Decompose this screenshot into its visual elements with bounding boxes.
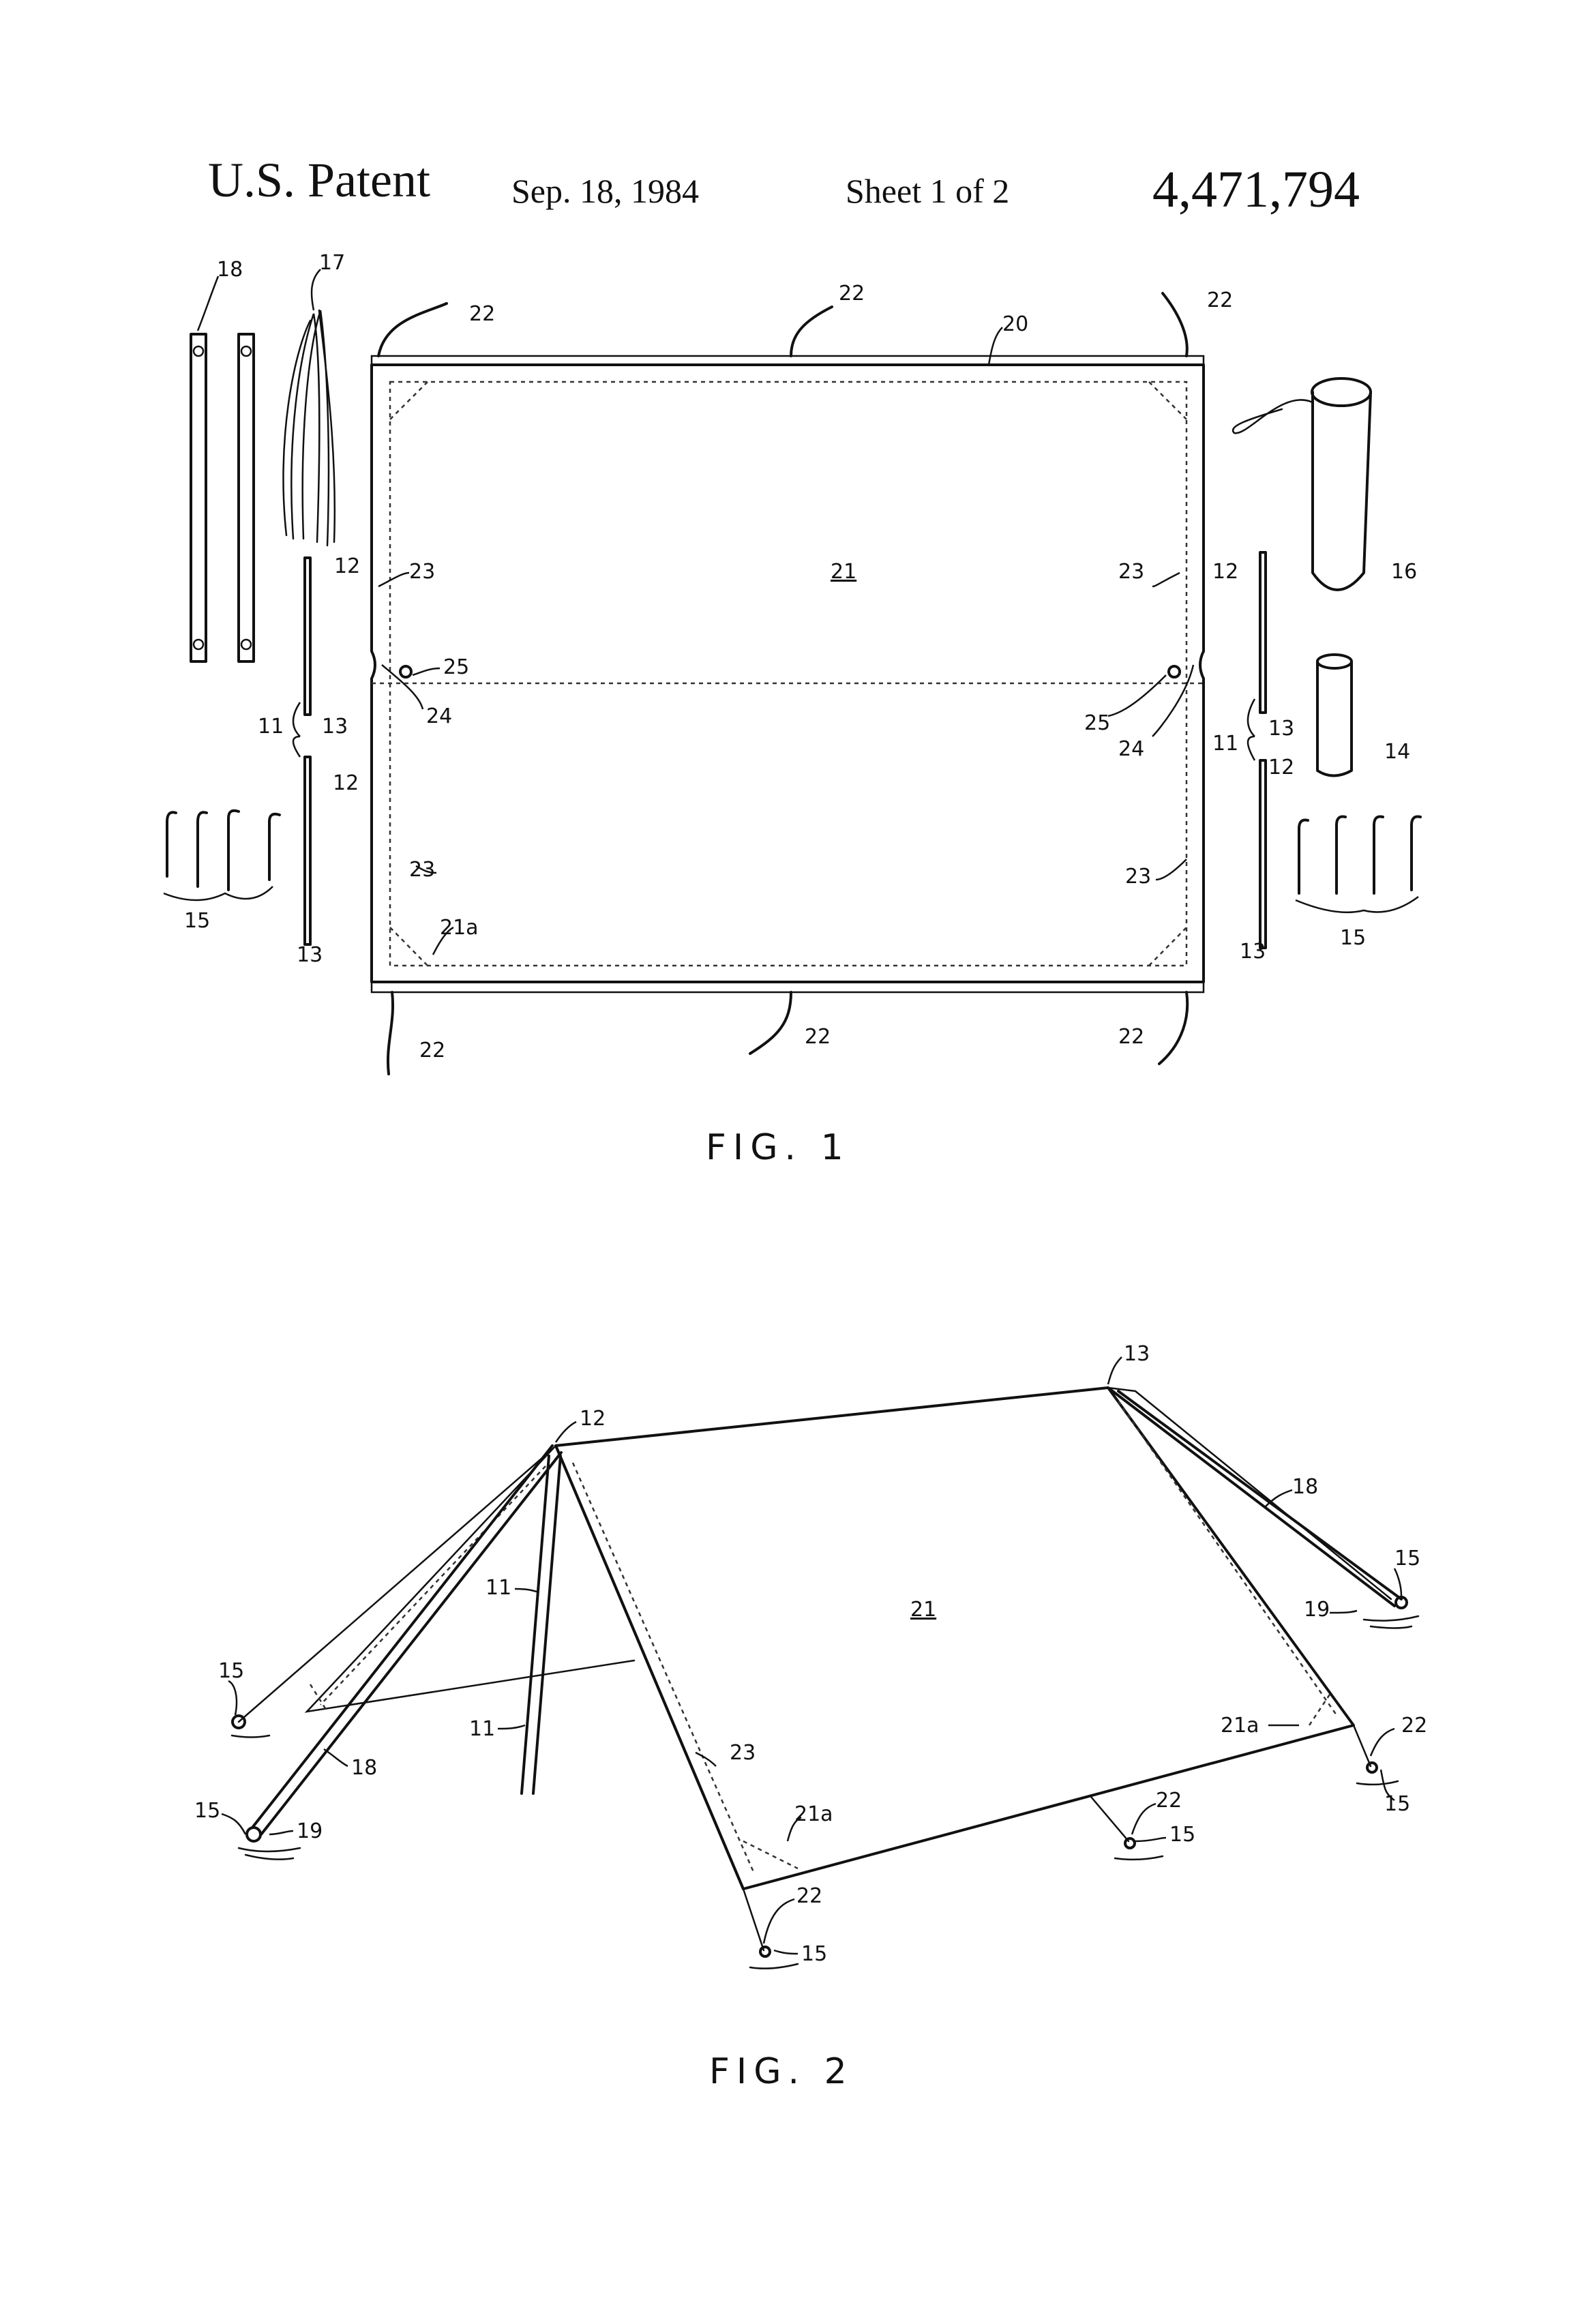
guy-lines: [237, 1386, 1403, 1952]
label-13-left-upper: 13: [322, 715, 348, 739]
label-15-right: 15: [1340, 926, 1366, 950]
patent-title: U.S. Patent: [208, 153, 431, 207]
label-20: 20: [1002, 312, 1028, 336]
label-19-right: 19: [1304, 1598, 1330, 1622]
label-12: 12: [580, 1407, 606, 1431]
fig1-leaders: [163, 269, 1419, 955]
fig1-drawing: 18 17 22 22 22 20 12 23 21 23 12 16 25 2…: [163, 251, 1422, 1075]
label-18-right: 18: [1292, 1475, 1318, 1499]
label-21a-left: 21a: [794, 1802, 833, 1826]
label-13-left-lower: 13: [297, 943, 323, 967]
label-13-right-upper: 13: [1268, 717, 1294, 741]
label-22-top-right: 22: [1207, 288, 1233, 312]
label-19-left: 19: [297, 1819, 323, 1843]
label-11-left: 11: [258, 715, 284, 739]
label-16: 16: [1391, 560, 1417, 584]
label-18: 18: [217, 258, 243, 282]
ground-stakes: [230, 1596, 1420, 1969]
label-24-right: 24: [1118, 737, 1144, 761]
label-13: 13: [1124, 1342, 1150, 1366]
patent-number: 4,471,794: [1152, 161, 1360, 218]
label-22-top-left: 22: [469, 302, 495, 326]
label-25-left: 25: [443, 655, 469, 679]
storage-bag: [1232, 377, 1372, 591]
pitched-tent: [304, 1386, 1392, 1890]
label-13-right-lower: 13: [1240, 940, 1266, 964]
label-21a-right: 21a: [1221, 1714, 1259, 1738]
label-15-right-front: 15: [1384, 1792, 1410, 1816]
label-21a: 21a: [440, 916, 479, 940]
pole-sleeve: [1316, 653, 1353, 777]
label-23: 23: [730, 1741, 756, 1765]
stakes-right: [1298, 815, 1422, 895]
grommet-right: [1167, 665, 1181, 679]
cord-bundle: [282, 309, 336, 547]
label-11-right: 11: [1212, 732, 1238, 756]
label-23-left-lower: 23: [409, 858, 435, 882]
label-12-right-upper: 12: [1212, 560, 1238, 584]
label-14: 14: [1384, 740, 1410, 764]
label-23-right-upper: 23: [1118, 560, 1144, 584]
label-22-center: 22: [1156, 1789, 1182, 1813]
pole-sections-left: [303, 556, 312, 946]
label-22-top-center: 22: [839, 282, 865, 306]
label-22-front: 22: [796, 1884, 822, 1908]
stakes-left: [166, 809, 281, 891]
tent-poles: [251, 1444, 563, 1836]
label-21: 21: [831, 560, 856, 584]
fig2-leaders: [221, 1356, 1403, 1955]
fig1-caption: FIG. 1: [706, 1127, 850, 1168]
label-23-left-upper: 23: [409, 560, 435, 584]
fig2-caption: FIG. 2: [709, 2051, 854, 2092]
label-15-right-end: 15: [1394, 1547, 1420, 1570]
label-11-upper: 11: [486, 1576, 511, 1600]
label-21: 21: [910, 1598, 936, 1622]
label-23-right-lower: 23: [1125, 865, 1151, 889]
tie-cords: [377, 292, 1189, 1075]
label-17: 17: [319, 251, 345, 275]
label-15-left: 15: [184, 909, 210, 933]
label-15-left-upper: 15: [218, 1659, 244, 1683]
fig2-drawing: 13 12 18 15 11 21 19 15 11 21a 22 18 23 …: [194, 1342, 1427, 1969]
label-22-bottom-center: 22: [805, 1025, 831, 1049]
pole-sections-right: [1259, 551, 1267, 949]
sheet-number: Sheet 1 of 2: [846, 172, 1010, 210]
label-22-bottom-left: 22: [419, 1039, 445, 1062]
label-12-left-upper: 12: [334, 554, 360, 578]
grommet-left: [399, 665, 413, 679]
label-11-lower: 11: [469, 1717, 495, 1741]
label-15-center: 15: [1169, 1823, 1195, 1847]
label-15-front: 15: [801, 1942, 827, 1966]
guy-straps: [190, 333, 255, 663]
label-22-bottom-right: 22: [1118, 1025, 1144, 1049]
label-22-right: 22: [1401, 1714, 1427, 1738]
patent-date: Sep. 18, 1984: [511, 172, 699, 210]
label-25-right: 25: [1084, 711, 1110, 735]
tent-sheet: [370, 355, 1205, 994]
label-12-left-lower: 12: [333, 771, 359, 795]
label-15-left-lower: 15: [194, 1799, 220, 1823]
label-18-left: 18: [351, 1756, 377, 1780]
label-24-left: 24: [426, 704, 452, 728]
label-12-right-lower: 12: [1268, 756, 1294, 779]
